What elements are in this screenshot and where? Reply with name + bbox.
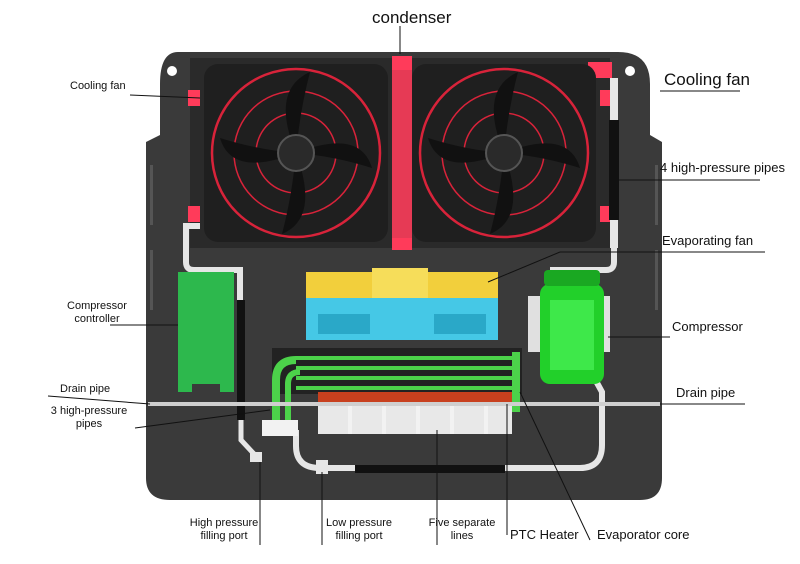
label-low-pressure-port-line1: Low pressure (325, 517, 393, 529)
condenser-bracket (392, 238, 412, 250)
low-pressure-filling-port (316, 460, 328, 474)
controller-tab (220, 384, 234, 392)
label-separate-lines-line2: lines (450, 529, 474, 542)
label-separate-lines-line1: Five separate (428, 517, 496, 529)
plate-slot (655, 165, 658, 225)
filling-port-fitting (250, 452, 262, 462)
condenser-header (392, 56, 412, 248)
leader-lines (47, 26, 765, 545)
condenser-bracket (392, 56, 412, 70)
label-compressor-controller-line2: controller (74, 312, 120, 325)
evaporator-elbow (272, 356, 297, 420)
pipe-to-compressor (550, 248, 617, 273)
label-drain-pipe-left: Drain pipe (60, 383, 111, 395)
label-cooling-fan-left: Cooling fan (70, 80, 126, 92)
label-low-pressure-port-line2: filling port (335, 529, 383, 542)
pipe-left-upper (183, 223, 243, 300)
label-high-pressure-pipes-3: 3 high-pressure pipes (40, 405, 138, 430)
pipe-insulation-left (237, 300, 245, 420)
compressor-controller (178, 272, 234, 384)
label-drain-pipe-right: Drain pipe (676, 385, 736, 400)
evaporator-fin (296, 366, 518, 370)
evaporator-fin (296, 376, 518, 380)
label-condenser: condenser (372, 8, 452, 27)
label-low-pressure-filling-port: Low pressure filling port (314, 517, 404, 542)
label-high-pressure-port-line1: High pressure (189, 517, 259, 529)
label-cooling-fan-right: Cooling fan (664, 70, 751, 89)
blower-outlet (318, 314, 370, 334)
cooling-fan-left (204, 64, 388, 242)
label-high-pressure-pipes-3-line2: pipes (75, 417, 103, 430)
separate-lines-block (318, 404, 512, 434)
plate-slot (655, 250, 658, 310)
condenser-bracket (600, 90, 612, 106)
pipe-left-lower (238, 420, 257, 457)
plate-slot (150, 250, 153, 310)
mounting-hole (167, 66, 177, 76)
condenser-bracket (188, 206, 200, 222)
label-evaporating-fan: Evaporating fan (662, 233, 754, 248)
label-ptc-heater: PTC Heater (510, 527, 579, 542)
cooling-fan-right (412, 64, 596, 242)
blower-motor (372, 268, 428, 302)
label-compressor: Compressor (672, 319, 743, 334)
evaporator-fin (296, 386, 518, 390)
label-separate-lines: Five separate lines (420, 517, 504, 542)
label-high-pressure-pipes-3-line1: 3 high-pressure (50, 405, 128, 417)
evaporator-side (512, 352, 520, 412)
label-compressor-controller-line1: Compressor (67, 300, 127, 312)
plate-slot (150, 165, 153, 225)
evaporator-fin (296, 356, 518, 360)
label-evaporator-core: Evaporator core (597, 527, 690, 542)
high-pressure-filling-port (262, 420, 298, 436)
mounting-hole (625, 66, 635, 76)
ptc-heater (318, 392, 512, 402)
controller-tab (178, 384, 192, 392)
pipe-bottom-loop (293, 368, 605, 471)
label-high-pressure-port-line2: filling port (200, 529, 248, 542)
label-compressor-controller: Compressor controller (52, 300, 142, 325)
pipe-insulation-bottom (355, 465, 505, 473)
compressor-unit (528, 270, 610, 384)
evaporator-elbow (285, 369, 301, 420)
drain-pipe (148, 402, 660, 406)
label-high-pressure-pipes-4: 4 high-pressure pipes (660, 160, 786, 175)
pipe-insulation (609, 120, 619, 220)
label-high-pressure-filling-port: High pressure filling port (176, 517, 272, 542)
blower-outlet (434, 314, 486, 334)
